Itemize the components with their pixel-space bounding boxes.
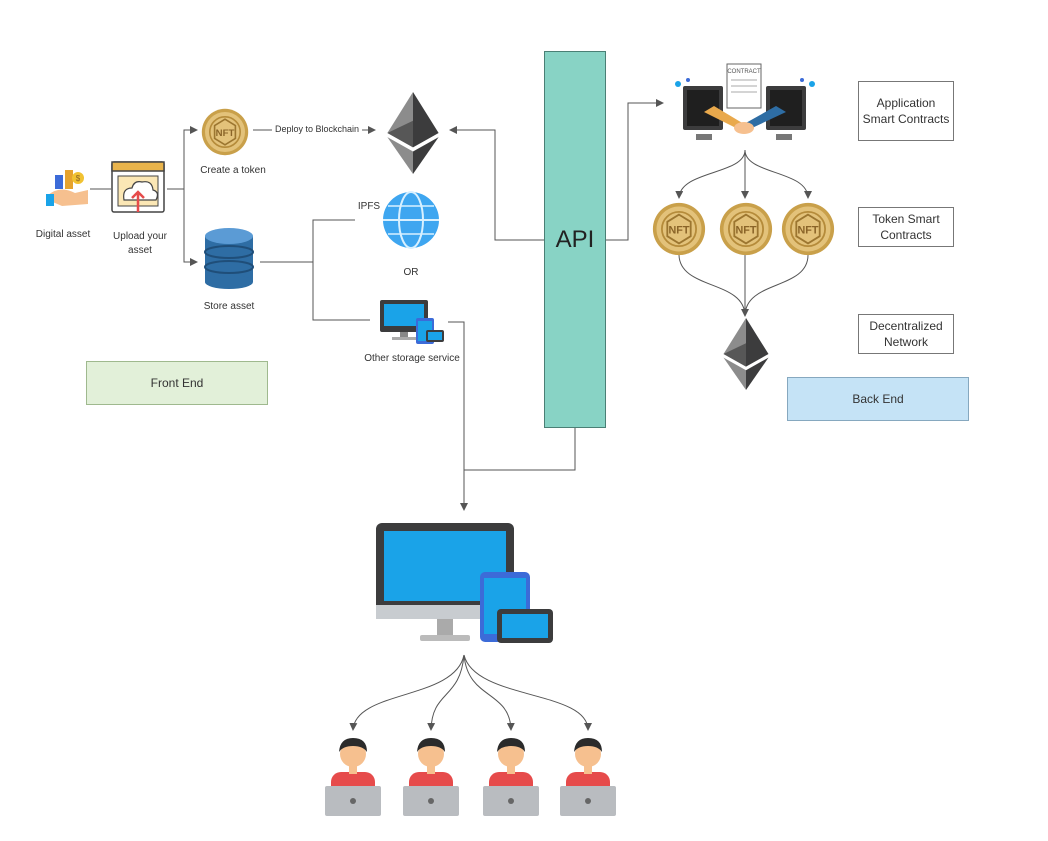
create-token-label: Create a token: [200, 165, 266, 176]
svg-text:$: $: [76, 174, 81, 183]
token-coin-icon-2: [719, 202, 773, 256]
user-icon-2: [403, 738, 459, 816]
upload-icon: [111, 161, 165, 213]
user-icon-3: [483, 738, 539, 816]
client-devices-icon: [376, 523, 553, 643]
ethereum-icon: [387, 92, 439, 174]
line-upload-branch: [167, 126, 198, 190]
connectors: [90, 99, 812, 731]
ipfs-globe-icon: [383, 191, 439, 249]
devices-small-icon: [380, 300, 444, 344]
create-token-coin-icon: [201, 108, 249, 156]
line-upload-to-store: [183, 189, 198, 266]
line-split-other: [312, 262, 370, 321]
line-app-to-coin1: [675, 149, 746, 199]
other-storage-label: Other storage service: [364, 353, 460, 364]
line-api-to-client: [464, 428, 576, 471]
line-client-to-user3: [463, 654, 515, 731]
svg-text:CONTRACT: CONTRACT: [727, 69, 761, 75]
deploy-label: Deploy to Blockchain: [272, 122, 362, 136]
contract-handshake-icon: CONTRACT: [675, 63, 815, 140]
front-end-legend: Front End: [86, 361, 268, 405]
line-coin1-to-eth: [678, 254, 749, 317]
or-label: OR: [403, 267, 419, 278]
line-coin3-to-eth: [744, 254, 809, 317]
user-icon-4: [560, 738, 616, 816]
line-other-to-client: [448, 321, 468, 511]
line-app-to-coin3: [744, 149, 812, 199]
line-api-to-app: [606, 99, 664, 241]
line-client-to-user2: [427, 654, 465, 731]
token-contracts-box: Token Smart Contracts: [858, 207, 954, 247]
ipfs-label: IPFS: [357, 201, 381, 212]
digital-asset-icon: $: [46, 170, 88, 206]
user-icon-1: [325, 738, 381, 816]
token-coin-icon-1: [652, 202, 706, 256]
api-block: API: [544, 51, 606, 428]
upload-asset-label: Upload your asset: [113, 231, 167, 256]
line-client-to-user4: [463, 654, 592, 731]
back-end-legend: Back End: [787, 377, 969, 421]
digital-asset-label: Digital asset: [35, 229, 91, 240]
store-asset-label: Store asset: [203, 301, 255, 312]
network-ethereum-icon: [723, 318, 769, 390]
app-contracts-box: Application Smart Contracts: [858, 81, 954, 141]
line-split-ipfs: [312, 219, 355, 262]
line-api-to-eth: [449, 126, 544, 241]
line-client-to-user1: [349, 654, 465, 731]
database-icon: [204, 228, 254, 289]
decentralized-network-box: Decentralized Network: [858, 314, 954, 354]
token-coin-icon-3: [781, 202, 835, 256]
